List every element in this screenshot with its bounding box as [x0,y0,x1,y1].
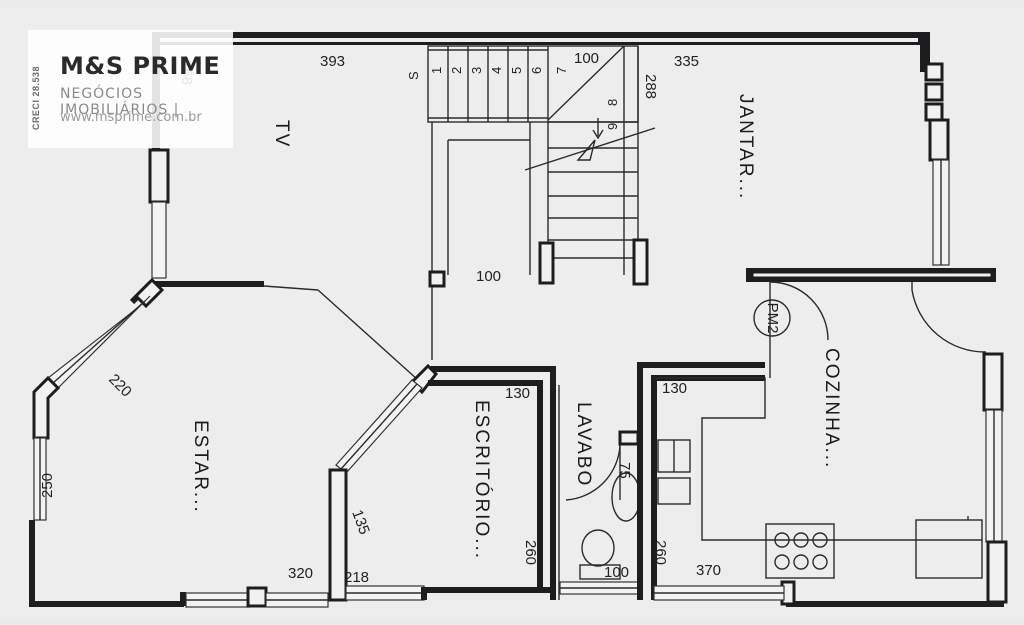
room-cozinha: COZINHA... [821,348,842,469]
dim-260-kitchen: 260 [652,540,669,565]
stair-step: 9 [605,123,620,130]
logo-url: www.msprime.com.br [60,110,202,125]
pm2-marker: PM2 [753,299,791,337]
logo-subtitle: NEGÓCIOS IMOBILIÁRIOS | [60,86,180,118]
cozinha-walls [637,268,1008,607]
stair-step: 8 [605,99,620,106]
dim-260-office: 260 [522,540,539,565]
dim-370: 370 [696,562,721,579]
dim-130-kitchen: 130 [662,380,687,397]
dim-130-office: 130 [505,385,530,402]
dim-100-landing: 100 [476,268,501,285]
watermark-logo: CRECI 28.538 M&S PRIME NEGÓCIOS IMOBILIÁ… [28,30,233,148]
logo-brand: M&S PRIME [60,52,221,80]
stair-step: 6 [529,67,544,74]
dim-100-lavabo: 100 [604,564,629,581]
dim-393: 393 [320,53,345,70]
estar-walls [29,277,419,608]
room-tv: TV [271,120,292,148]
outer-wall-right-top [920,32,950,266]
lavabo-walls [558,385,641,600]
room-lavabo: LAVABO [573,402,594,487]
dim-320: 320 [288,565,313,582]
stair-step: 2 [449,67,464,74]
dim-75: 75 [616,462,633,479]
room-escritorio: ESCRITÓRIO... [471,400,493,560]
dim-250: 250 [39,473,56,498]
dim-335: 335 [674,53,699,70]
pm2-label: PM2 [764,303,781,334]
escritorio-walls [328,363,556,602]
stair-step: 7 [554,67,569,74]
stair-step: 5 [509,67,524,74]
stair-step: 3 [469,67,484,74]
logo-creci: CRECI 28.538 [31,66,41,131]
stair-step: 1 [429,67,444,74]
staircase [427,45,656,360]
stair-start-label: S [406,71,421,80]
room-estar: ESTAR... [190,420,211,514]
room-labels: JANTAR... ESTAR... ESCRITÓRIO... LAVABO … [190,94,842,560]
dim-218: 218 [344,569,369,586]
stair-step-numbers: S 1 2 3 4 5 6 7 8 9 [406,67,620,130]
dim-100-stair: 100 [574,50,599,67]
room-jantar: JANTAR... [735,94,756,200]
stair-step: 4 [489,67,504,74]
dim-288: 288 [642,74,659,99]
